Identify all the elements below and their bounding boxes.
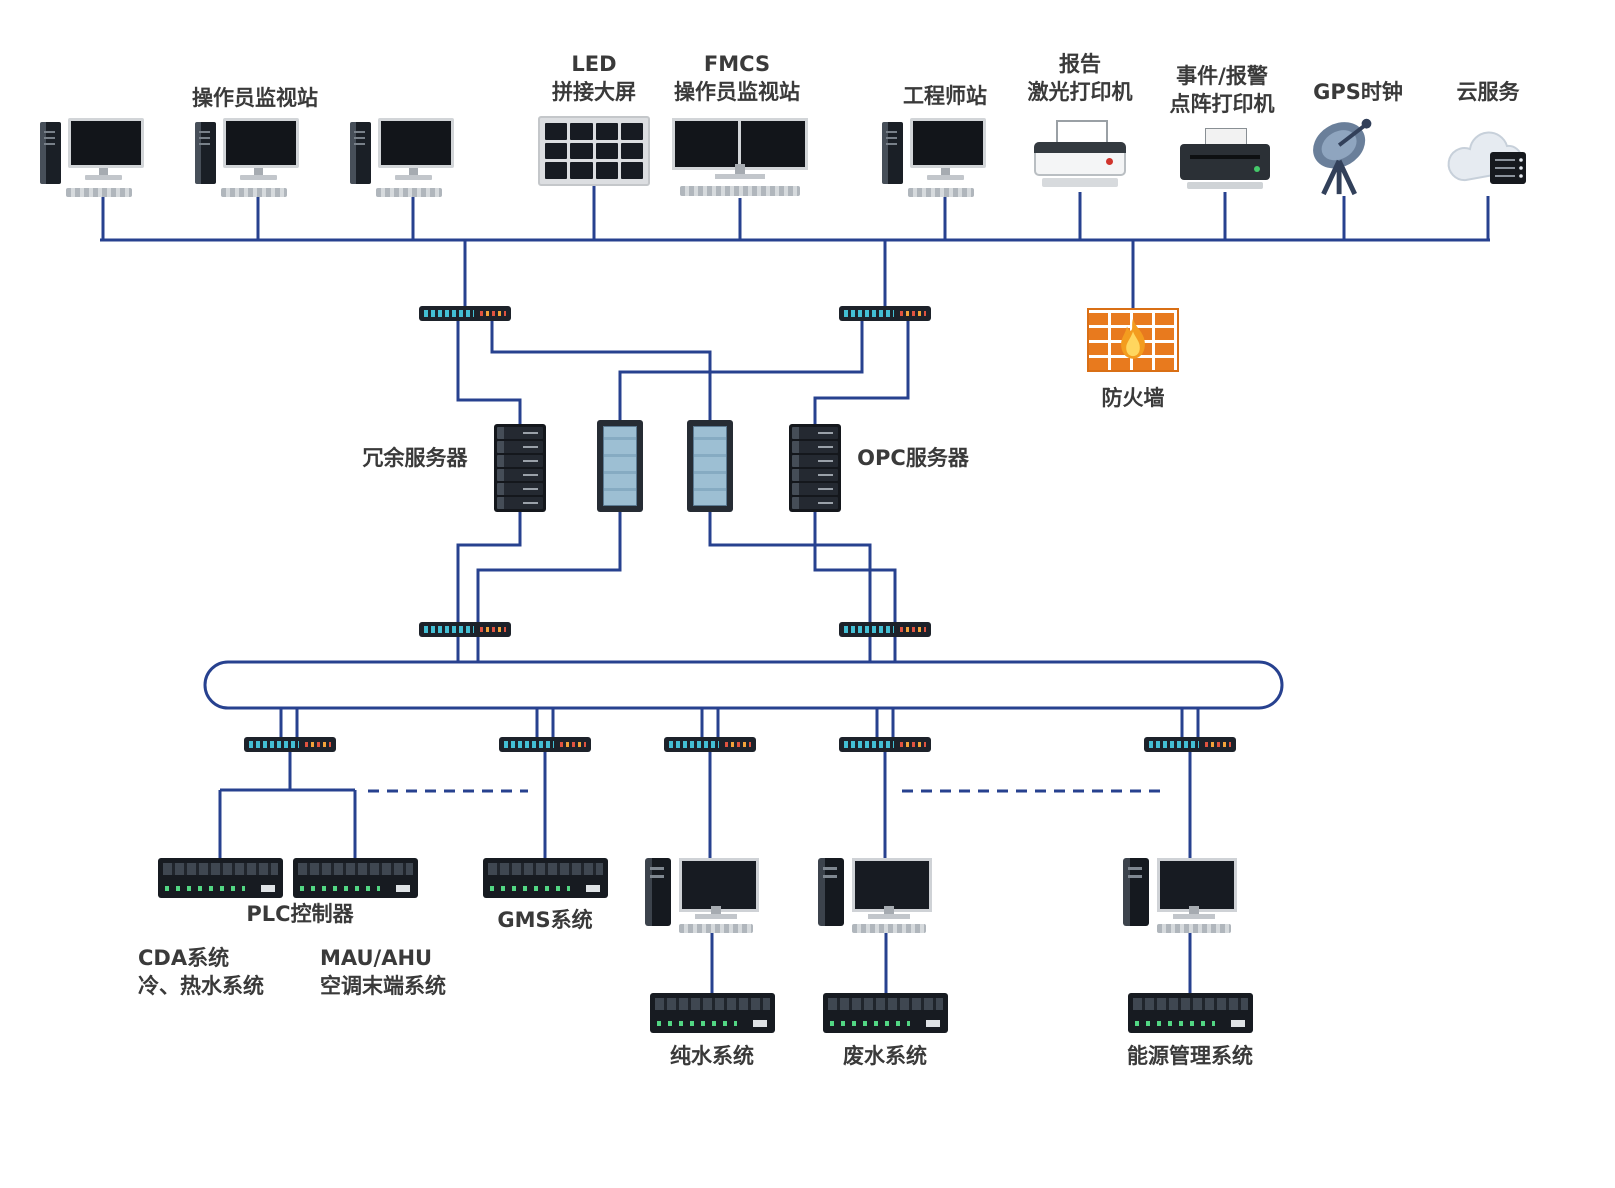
flame-icon	[1121, 318, 1145, 359]
plc-rack-1-icon	[158, 858, 283, 898]
engineer-station-icon	[882, 118, 988, 198]
gps-antenna-icon	[1300, 110, 1388, 198]
label-engineer-station: 工程师站	[903, 84, 987, 108]
dot-matrix-printer-icon	[1180, 128, 1270, 192]
fmcs-operator-station-icon	[672, 118, 808, 200]
field-switch-1-icon	[244, 737, 336, 752]
laser-printer-icon	[1034, 120, 1126, 192]
keyboard-icon	[376, 188, 442, 197]
plc-rack-2-icon	[293, 858, 418, 898]
label-operator-stations: 操作员监视站	[192, 86, 318, 110]
pc-tower-icon	[350, 122, 371, 184]
keyboard-icon	[66, 188, 132, 197]
monitor-icon	[68, 118, 144, 184]
pc-tower-icon	[882, 122, 903, 184]
distribution-switch-right-icon	[839, 622, 931, 637]
pc-tower-icon	[645, 858, 671, 926]
keyboard-icon	[221, 188, 287, 197]
label-waste-water-system: 废水系统	[843, 1044, 927, 1068]
monitor-icon	[378, 118, 454, 184]
field-switch-3-icon	[664, 737, 756, 752]
redundant-server-rack-icon	[494, 424, 546, 512]
cloud-service-icon	[1438, 116, 1538, 196]
field-switch-2-icon	[499, 737, 591, 752]
label-redundant-server: 冗余服务器	[362, 446, 468, 470]
field-switch-4-icon	[839, 737, 931, 752]
operator-workstation-2-icon	[195, 118, 301, 198]
label-laser-printer: 报告激光打印机	[1027, 52, 1133, 104]
label-opc-server: OPC服务器	[857, 446, 969, 470]
operator-workstation-1-icon	[40, 118, 146, 198]
core-switch-left-icon	[419, 306, 511, 321]
gms-plc-rack-icon	[483, 858, 608, 898]
label-pure-water-system: 纯水系统	[670, 1044, 754, 1068]
pure-water-pc-icon	[645, 858, 759, 934]
monitor-icon	[910, 118, 986, 184]
firewall-icon	[1087, 308, 1179, 372]
opc-server-rack-icon	[789, 424, 841, 512]
label-energy-mgmt-system: 能源管理系统	[1127, 1044, 1253, 1068]
led-video-wall-icon	[538, 116, 650, 186]
waste-water-pc-icon	[818, 858, 932, 934]
label-gms-system: GMS系统	[497, 908, 593, 932]
waste-water-plc-icon	[823, 993, 948, 1033]
core-switch-right-icon	[839, 306, 931, 321]
label-firewall: 防火墙	[1101, 386, 1165, 410]
label-dot-matrix-printer: 事件/报警点阵打印机	[1169, 64, 1275, 116]
label-gps-clock: GPS时钟	[1313, 80, 1403, 104]
label-plc-controller: PLC控制器	[246, 902, 354, 926]
label-cda-system: CDA系统冷、热水系统	[138, 946, 264, 998]
distribution-switch-left-icon	[419, 622, 511, 637]
pc-tower-icon	[195, 122, 216, 184]
server-cabinet-2-icon	[687, 420, 733, 512]
operator-workstation-3-icon	[350, 118, 456, 198]
pc-tower-icon	[40, 122, 61, 184]
pc-tower-icon	[1123, 858, 1149, 926]
pc-tower-icon	[818, 858, 844, 926]
field-switch-5-icon	[1144, 737, 1236, 752]
monitor-icon	[223, 118, 299, 184]
energy-mgmt-pc-icon	[1123, 858, 1237, 934]
server-cabinet-1-icon	[597, 420, 643, 512]
energy-mgmt-plc-icon	[1128, 993, 1253, 1033]
label-cloud-service: 云服务	[1456, 80, 1520, 104]
pure-water-plc-icon	[650, 993, 775, 1033]
keyboard-icon	[908, 188, 974, 197]
